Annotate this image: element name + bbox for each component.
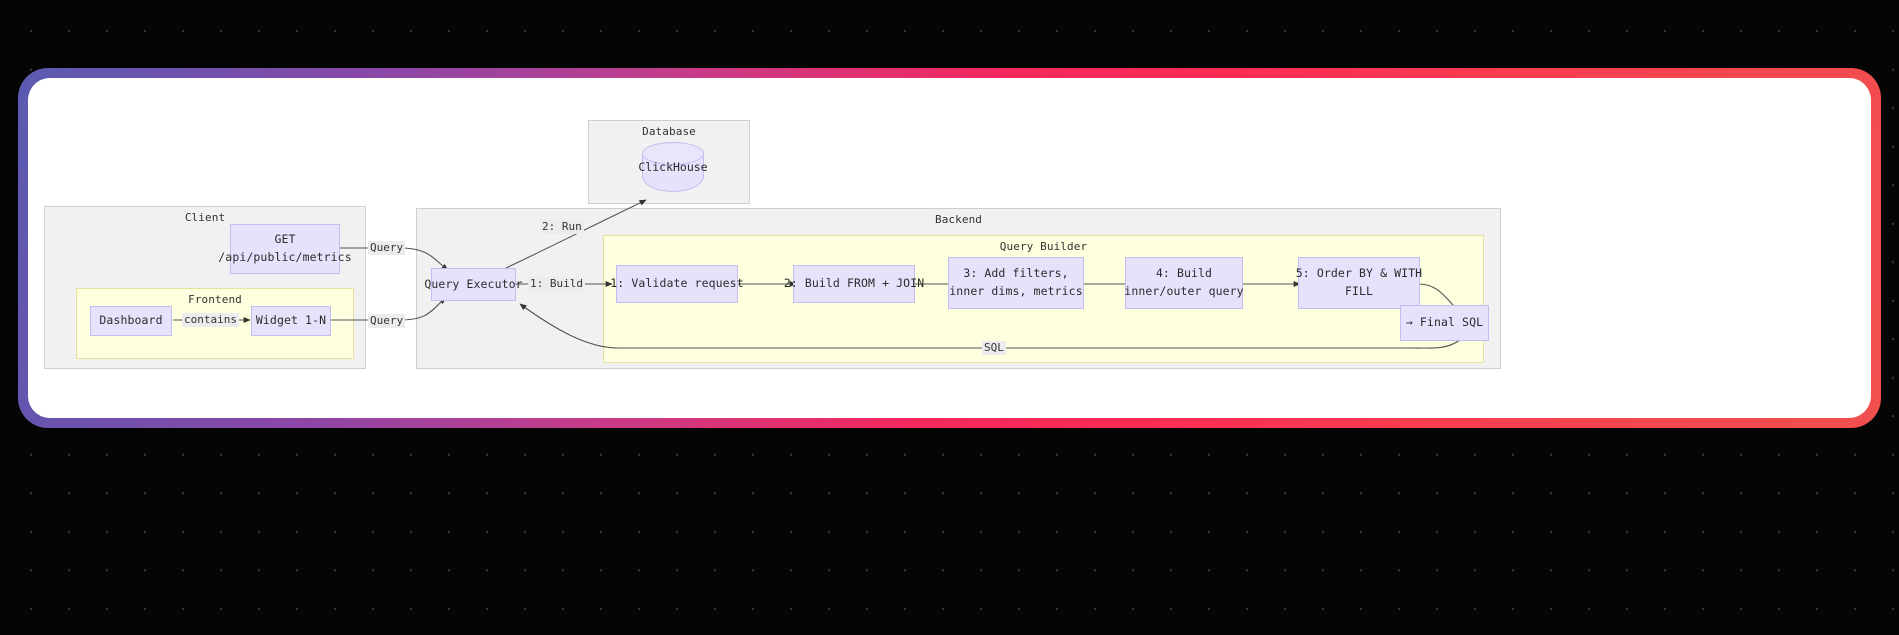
node-api-endpoint[interactable]: GET /api/public/metrics (218, 224, 352, 274)
node-query-executor-label: Query Executor (424, 276, 523, 291)
node-step2-label: 2: Build FROM + JOIN (783, 276, 925, 291)
node-dashboard-label: Dashboard (99, 313, 163, 328)
group-frontend-title: Frontend (188, 293, 242, 306)
node-widget[interactable]: Widget 1-N (251, 306, 331, 336)
diagram-canvas: Client Frontend Database Backend Query B… (28, 78, 1871, 418)
edge-label-run: 2: Run (540, 220, 584, 234)
node-final-sql-label: → Final SQL (1405, 315, 1484, 330)
group-backend-title: Backend (934, 213, 983, 226)
node-final-sql[interactable]: → Final SQL (1400, 305, 1489, 341)
node-step5-line-2: FILL (1344, 284, 1374, 298)
node-dashboard[interactable]: Dashboard (90, 306, 172, 336)
node-widget-label: Widget 1-N (255, 313, 327, 328)
group-query-builder-title: Query Builder (999, 240, 1088, 253)
edge-label-query-widget: Query (368, 314, 406, 328)
node-step3-line-2: inner dims, metrics (949, 284, 1083, 298)
node-clickhouse-database[interactable]: ClickHouse (638, 142, 708, 192)
node-step-2-build-from-join[interactable]: 2: Build FROM + JOIN (784, 265, 924, 303)
edge-label-sql: SQL (982, 341, 1006, 355)
node-step-4-build-inner-outer-query[interactable]: 4: Build inner/outer query (1124, 257, 1244, 309)
node-step-3-add-filters[interactable]: 3: Add filters, inner dims, metrics (948, 257, 1084, 309)
node-step4-line-2: inner/outer query (1124, 284, 1244, 298)
edge-label-query-api: Query (368, 241, 406, 255)
node-step3-line-1: 3: Add filters, (963, 266, 1069, 281)
node-api-line-1: GET (274, 232, 296, 247)
group-database-title: Database (642, 125, 696, 138)
gradient-frame: Client Frontend Database Backend Query B… (18, 68, 1881, 428)
edge-label-build: 1: Build (528, 277, 585, 291)
node-step-1-validate-request[interactable]: 1: Validate request (610, 265, 744, 303)
node-step5-line-1: 5: Order BY & WITH (1295, 266, 1423, 281)
group-client-title: Client (184, 211, 226, 224)
edge-label-contains: contains (182, 313, 239, 327)
node-step1-label: 1: Validate request (610, 276, 744, 291)
node-step4-line-1: 4: Build (1155, 266, 1213, 281)
node-clickhouse-label: ClickHouse (638, 160, 708, 174)
node-query-executor[interactable]: Query Executor (424, 268, 523, 301)
node-step-5-order-by-with-fill[interactable]: 5: Order BY & WITH FILL (1295, 257, 1423, 309)
node-api-line-2: /api/public/metrics (218, 250, 352, 264)
